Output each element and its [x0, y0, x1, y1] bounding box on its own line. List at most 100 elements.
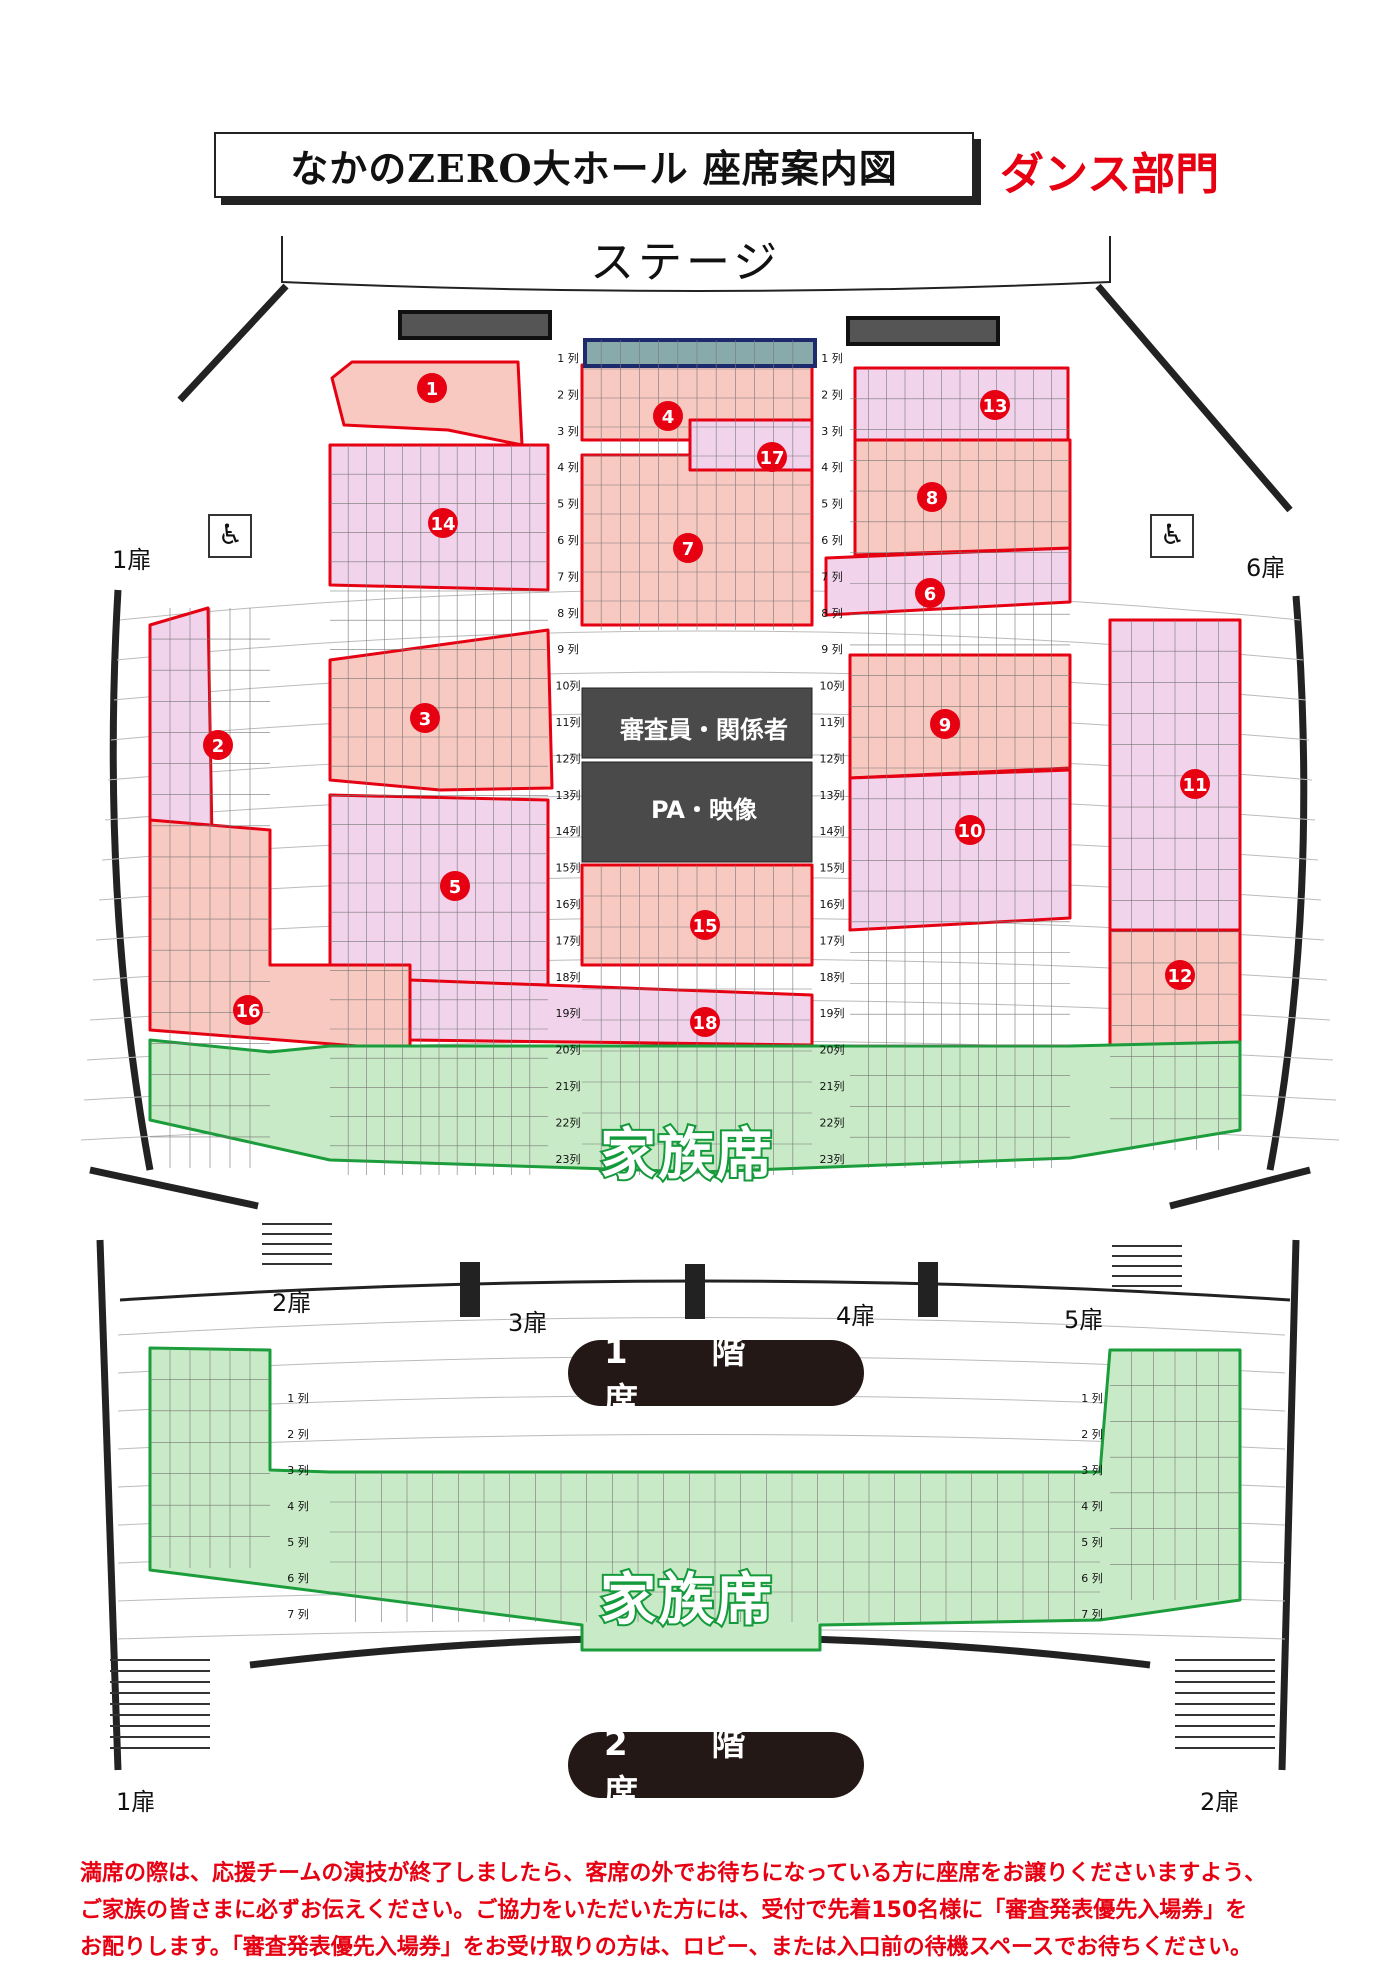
block-number-text: 4: [662, 407, 675, 428]
row-label-left: 19列: [556, 1006, 581, 1020]
block-number-circle: [915, 578, 945, 608]
row-label-second-right: 1 列: [1081, 1391, 1103, 1405]
block-number-circle: [980, 390, 1010, 420]
row-label-left: 6 列: [557, 533, 579, 547]
block-number-text: 10: [957, 821, 982, 842]
row-label-second-right: 5 列: [1081, 1535, 1103, 1549]
row-label-right: 1 列: [821, 351, 843, 365]
row-label-second-left: 4 列: [287, 1499, 309, 1513]
row-label-left: 18列: [556, 970, 581, 984]
notice-line: お配りします。「審査発表優先入場券」をお受け取りの方は、ロビー、または入口前の待…: [80, 1935, 1252, 1960]
block-number-1: 1: [417, 373, 447, 403]
row-label-right: 16列: [820, 897, 845, 911]
row-label-second-right: 3 列: [1081, 1463, 1103, 1477]
block-number-text: 7: [682, 539, 695, 560]
family-seat-label-second: 家族席: [598, 1566, 774, 1635]
row-label-left: 17列: [556, 933, 581, 947]
second-left-seats: [150, 1348, 270, 1568]
row-label-right: 10列: [820, 679, 845, 693]
row-label-right: 14列: [820, 824, 845, 838]
row-label-left: 12列: [556, 751, 581, 765]
block-number-text: 5: [449, 877, 462, 898]
row-label-left: 2 列: [557, 387, 579, 401]
door-4: 4扉: [836, 1302, 876, 1330]
door-2-bottom: 2扉: [1200, 1788, 1240, 1816]
block-number-circle: [673, 533, 703, 563]
hall-wall: [89, 1166, 1311, 1210]
row-label-left: 3 列: [557, 424, 579, 438]
floor-1-label: 1 階 席: [568, 1332, 864, 1421]
row-label-right: 19列: [820, 1006, 845, 1020]
row-label-right: 7 列: [821, 569, 843, 583]
block-number-text: 9: [939, 715, 952, 736]
door-3: 3扉: [508, 1309, 548, 1337]
row-label-left: 5 列: [557, 497, 579, 511]
block-number-text: 13: [982, 396, 1007, 417]
hall-wall: [177, 283, 1293, 513]
row-label-left: 7 列: [557, 569, 579, 583]
row-label-right: 6 列: [821, 533, 843, 547]
block-number-4: 4: [653, 401, 683, 431]
row-label-right: 11列: [820, 715, 845, 729]
floor-2-label: 2 階 席: [568, 1724, 864, 1813]
center-seats-top: [582, 340, 812, 630]
left-outer-seats: [150, 608, 270, 1168]
block-number-14: 14: [428, 508, 458, 538]
block-number-text: 8: [926, 488, 939, 509]
row-label-second-left: 7 列: [287, 1607, 309, 1621]
block-number-17: 17: [757, 442, 787, 472]
row-label-right: 13列: [820, 788, 845, 802]
row-label-right: 3 列: [821, 424, 843, 438]
block-number-15: 15: [690, 910, 720, 940]
door-5: 5扉: [1064, 1306, 1104, 1334]
row-label-right: 5 列: [821, 497, 843, 511]
row-label-second-right: 6 列: [1081, 1571, 1103, 1585]
left-inner-seats: [330, 445, 548, 1175]
door-marker: [685, 1264, 705, 1319]
second-right-seats: [1110, 1350, 1240, 1600]
row-label-left: 1 列: [557, 351, 579, 365]
row-label-second-left: 3 列: [287, 1463, 309, 1477]
block-number-circle: [428, 508, 458, 538]
row-label-second-left: 1 列: [287, 1391, 309, 1405]
row-label-right: 4 列: [821, 460, 843, 474]
block-number-13: 13: [980, 390, 1010, 420]
pa-area-label: PA・映像: [651, 796, 757, 824]
door-marker: [460, 1262, 480, 1317]
row-label-right: 9 列: [821, 642, 843, 656]
row-label-left: 20列: [556, 1043, 581, 1057]
block-number-circle: [930, 709, 960, 739]
pa-area: [581, 761, 813, 863]
row-label-second-right: 7 列: [1081, 1607, 1103, 1621]
category-label: ダンス部門: [1000, 149, 1220, 200]
block-number-circle: [1180, 769, 1210, 799]
block-number-6: 6: [915, 578, 945, 608]
block-number-text: 11: [1182, 775, 1207, 796]
family-seat-label-first: 家族席: [598, 1121, 774, 1190]
row-label-right: 21列: [820, 1079, 845, 1093]
block-number-circle: [203, 730, 233, 760]
row-label-second-left: 5 列: [287, 1535, 309, 1549]
judges-area: [581, 687, 813, 759]
block-8-area: [853, 433, 1072, 557]
block-number-text: 16: [235, 1001, 260, 1022]
row-label-second-right: 2 列: [1081, 1427, 1103, 1441]
row-label-left: 15列: [556, 861, 581, 875]
block-16-area: [148, 818, 412, 1052]
family-area-first: [148, 1038, 1242, 1174]
row-label-right: 22列: [820, 1115, 845, 1129]
row-label-right: 18列: [820, 970, 845, 984]
page-title-text: なかのZERO大ホール 座席案内図: [290, 145, 898, 191]
block-number-text: 17: [759, 448, 784, 469]
second-center-seats: [330, 1472, 1100, 1622]
row-label-left: 8 列: [557, 606, 579, 620]
block-number-2: 2: [203, 730, 233, 760]
block-number-text: 2: [212, 736, 225, 757]
block-number-18: 18: [690, 1007, 720, 1037]
page-title: なかのZERO大ホール 座席案内図: [214, 132, 974, 198]
family-area-second: [148, 1346, 1242, 1652]
door-marker: [918, 1262, 938, 1317]
row-label-right: 2 列: [821, 387, 843, 401]
notice-line: ご家族の皆さまに必ずお伝えください。ご協力をいただいた方には、受付で先着150名…: [80, 1898, 1248, 1923]
row-label-left: 9 列: [557, 642, 579, 656]
